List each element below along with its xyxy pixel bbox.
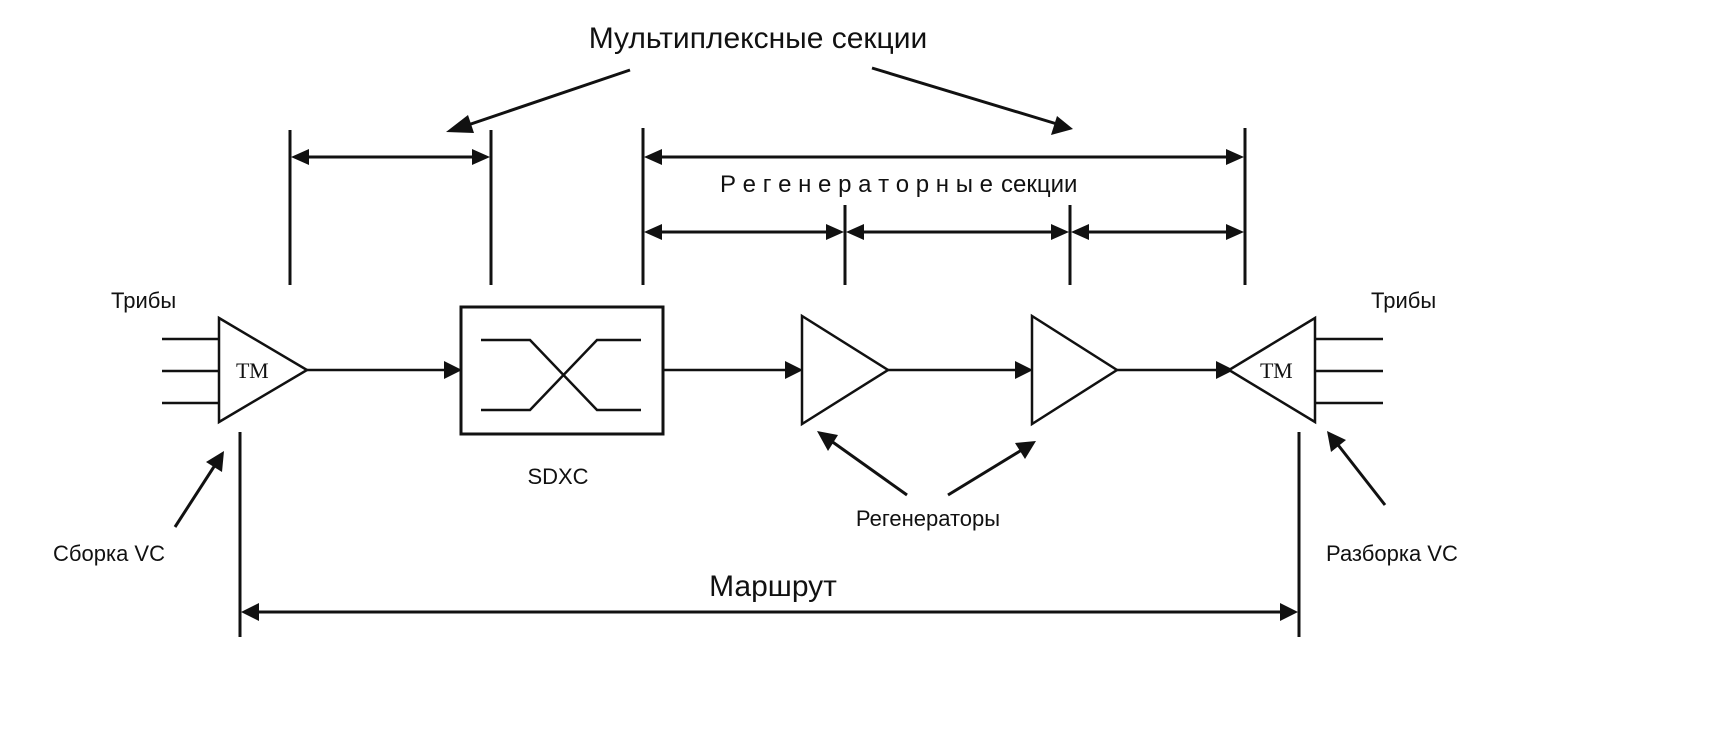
- regenerator-2: [1030, 313, 1120, 427]
- assembly-vc-pointer: [173, 451, 224, 528]
- regenerators-pointer-2: [947, 441, 1036, 497]
- disassembly-vc-label: Разборка VC: [1326, 541, 1458, 566]
- regenerator-section-1-arrow: [644, 224, 844, 240]
- route-label: Маршрут: [709, 570, 837, 603]
- multiplex-pointer-left: [446, 68, 631, 133]
- multiplex-pointer-right: [871, 66, 1073, 135]
- regenerators-label: Регенераторы: [856, 506, 1000, 531]
- regenerator-section-3-arrow: [1071, 224, 1244, 240]
- link-regenerator-1-2: [888, 361, 1033, 379]
- multiplex-section-1-arrow: [291, 149, 490, 165]
- tm-left-label: ТМ: [236, 358, 269, 383]
- link-sdxc-regenerator-1: [663, 361, 803, 379]
- regenerators-pointer-1: [817, 431, 908, 497]
- assembly-vc-label: Сборка VC: [53, 541, 165, 566]
- multiplex-sections-label: Мультиплексные секции: [589, 22, 928, 55]
- link-regenerator-2-tm: [1117, 361, 1234, 379]
- link-tm-sdxc: [307, 361, 462, 379]
- sdxc-label: SDXC: [527, 464, 588, 489]
- terminal-multiplexer-left: [217, 315, 310, 425]
- sdxc-box: [459, 305, 665, 436]
- disassembly-vc-pointer: [1327, 431, 1387, 506]
- multiplex-section-2-arrow: [644, 149, 1244, 165]
- regenerator-1: [800, 313, 891, 427]
- tribs-right-label: Трибы: [1371, 288, 1436, 313]
- tm-right-label: ТМ: [1260, 358, 1293, 383]
- route-arrow: [241, 603, 1298, 621]
- sdxc-cross-icon: [481, 338, 641, 412]
- tribs-left-label: Трибы: [111, 288, 176, 313]
- tribs-right-lines: [1315, 337, 1383, 405]
- regenerator-section-2-arrow: [846, 224, 1069, 240]
